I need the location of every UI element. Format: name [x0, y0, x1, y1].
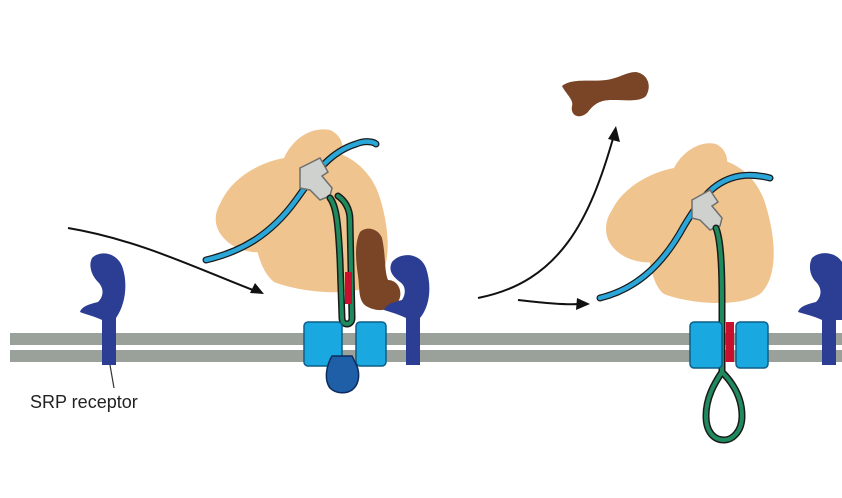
srp-released: [562, 72, 649, 117]
srp-receptor-leader: [109, 364, 115, 389]
signal-sequence-2: [726, 322, 734, 362]
translocon-2: [689, 321, 769, 369]
ribosome-complex-docked: [202, 129, 401, 328]
srp-receptor-left: [80, 253, 126, 365]
signal-sequence-1: [345, 272, 352, 304]
srp-receptor-label: SRP receptor: [30, 392, 138, 412]
srp-receptor-right: [798, 253, 842, 365]
ribosome-small-subunit-2: [606, 143, 728, 263]
ribosome-small-subunit: [215, 129, 343, 253]
ribosome-complex-translocating: [596, 143, 774, 444]
arrow-srp-release: [477, 126, 620, 299]
trna-1: [299, 157, 333, 201]
translocon-1: [303, 321, 387, 367]
srp-receptor-middle: [384, 255, 430, 365]
arrow-translocation: [517, 298, 590, 310]
trna-2: [691, 189, 723, 231]
translocon-plug: [325, 355, 360, 394]
srp-bound: [356, 228, 401, 311]
arrow-docking: [67, 227, 264, 294]
er-membrane: [10, 333, 842, 362]
